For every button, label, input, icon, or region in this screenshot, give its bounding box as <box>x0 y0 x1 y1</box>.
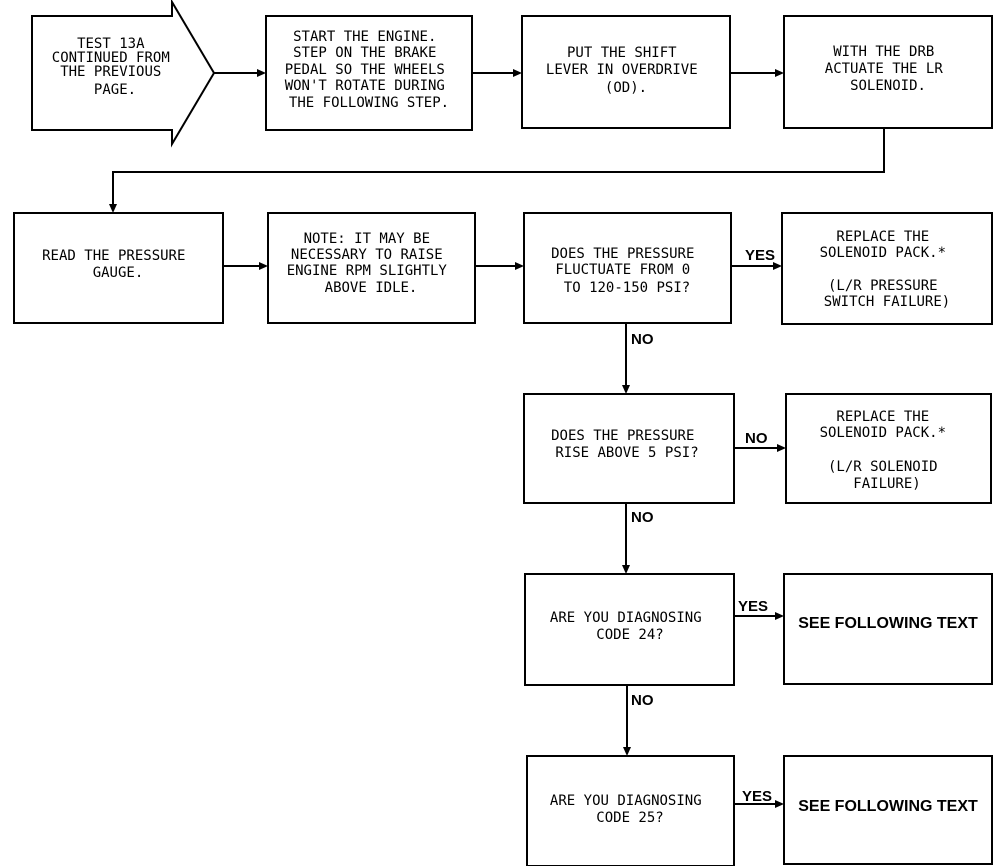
no-label-rise-right: NO <box>745 430 768 447</box>
replace-pack-switch-text: REPLACE THE SOLENOID PACK.* (L/R PRESSUR… <box>820 229 955 310</box>
yes-label-code25: YES <box>742 788 772 805</box>
replace-pack-solenoid-box <box>785 393 992 504</box>
shift-lever-text: PUT THE SHIFT LEVER IN OVERDRIVE (OD). <box>546 45 706 96</box>
drb-actuate-text: WITH THE DRB ACTUATE THE LR SOLENOID. <box>825 44 951 94</box>
read-gauge-text: READ THE PRESSURE GAUGE. <box>42 248 194 281</box>
see-text-box-2 <box>783 755 993 865</box>
arrowhead <box>775 800 784 808</box>
note-rpm-text: NOTE: IT MAY BE NECESSARY TO RAISE ENGIN… <box>287 231 456 296</box>
yes-label-code24: YES <box>738 598 768 615</box>
no-label-rise-down: NO <box>631 509 654 526</box>
arrowhead <box>775 69 784 77</box>
code24-question-box <box>524 573 735 686</box>
arrowhead <box>257 69 266 77</box>
see-text-2: SEE FOLLOWING TEXT <box>798 798 978 815</box>
arrowhead <box>773 262 782 270</box>
shift-lever-box <box>521 15 731 129</box>
arrowhead <box>259 262 268 270</box>
start-arrow-shape <box>31 0 216 148</box>
code25-question-box <box>526 755 735 866</box>
drb-actuate-box <box>783 15 993 129</box>
arrowhead <box>775 612 784 620</box>
arrowhead <box>777 444 786 452</box>
no-label-fluctuate: NO <box>631 331 654 348</box>
no-label-code24: NO <box>631 692 654 709</box>
arrowhead <box>622 385 630 394</box>
replace-pack-solenoid-text: REPLACE THE SOLENOID PACK.* (L/R SOLENOI… <box>820 409 955 492</box>
fluctuate-question-box <box>523 212 732 324</box>
code25-question-text: ARE YOU DIAGNOSING CODE 25? <box>550 793 710 826</box>
arrowhead <box>513 69 522 77</box>
start-text: TEST 13A CONTINUED FROM THE PREVIOUS PAG… <box>52 36 178 98</box>
code24-question-text: ARE YOU DIAGNOSING CODE 24? <box>550 610 710 643</box>
arrowhead <box>515 262 524 270</box>
yes-label-fluctuate: YES <box>745 247 775 264</box>
arrowhead <box>622 565 630 574</box>
read-gauge-box <box>13 212 224 324</box>
note-rpm-box <box>267 212 476 324</box>
arrowhead <box>623 747 631 756</box>
see-text-1: SEE FOLLOWING TEXT <box>798 615 978 632</box>
replace-pack-switch-box <box>781 212 993 325</box>
fluctuate-question-text: DOES THE PRESSURE FLUCTUATE FROM 0 TO 12… <box>551 246 703 296</box>
see-text-box-1 <box>783 573 993 685</box>
rise-question-box <box>523 393 735 504</box>
arrowhead <box>109 204 117 213</box>
connector-drb-to-read-gauge <box>112 128 885 205</box>
start-engine-text: START THE ENGINE. STEP ON THE BRAKE PEDA… <box>285 29 454 111</box>
rise-question-text: DOES THE PRESSURE RISE ABOVE 5 PSI? <box>551 428 703 461</box>
